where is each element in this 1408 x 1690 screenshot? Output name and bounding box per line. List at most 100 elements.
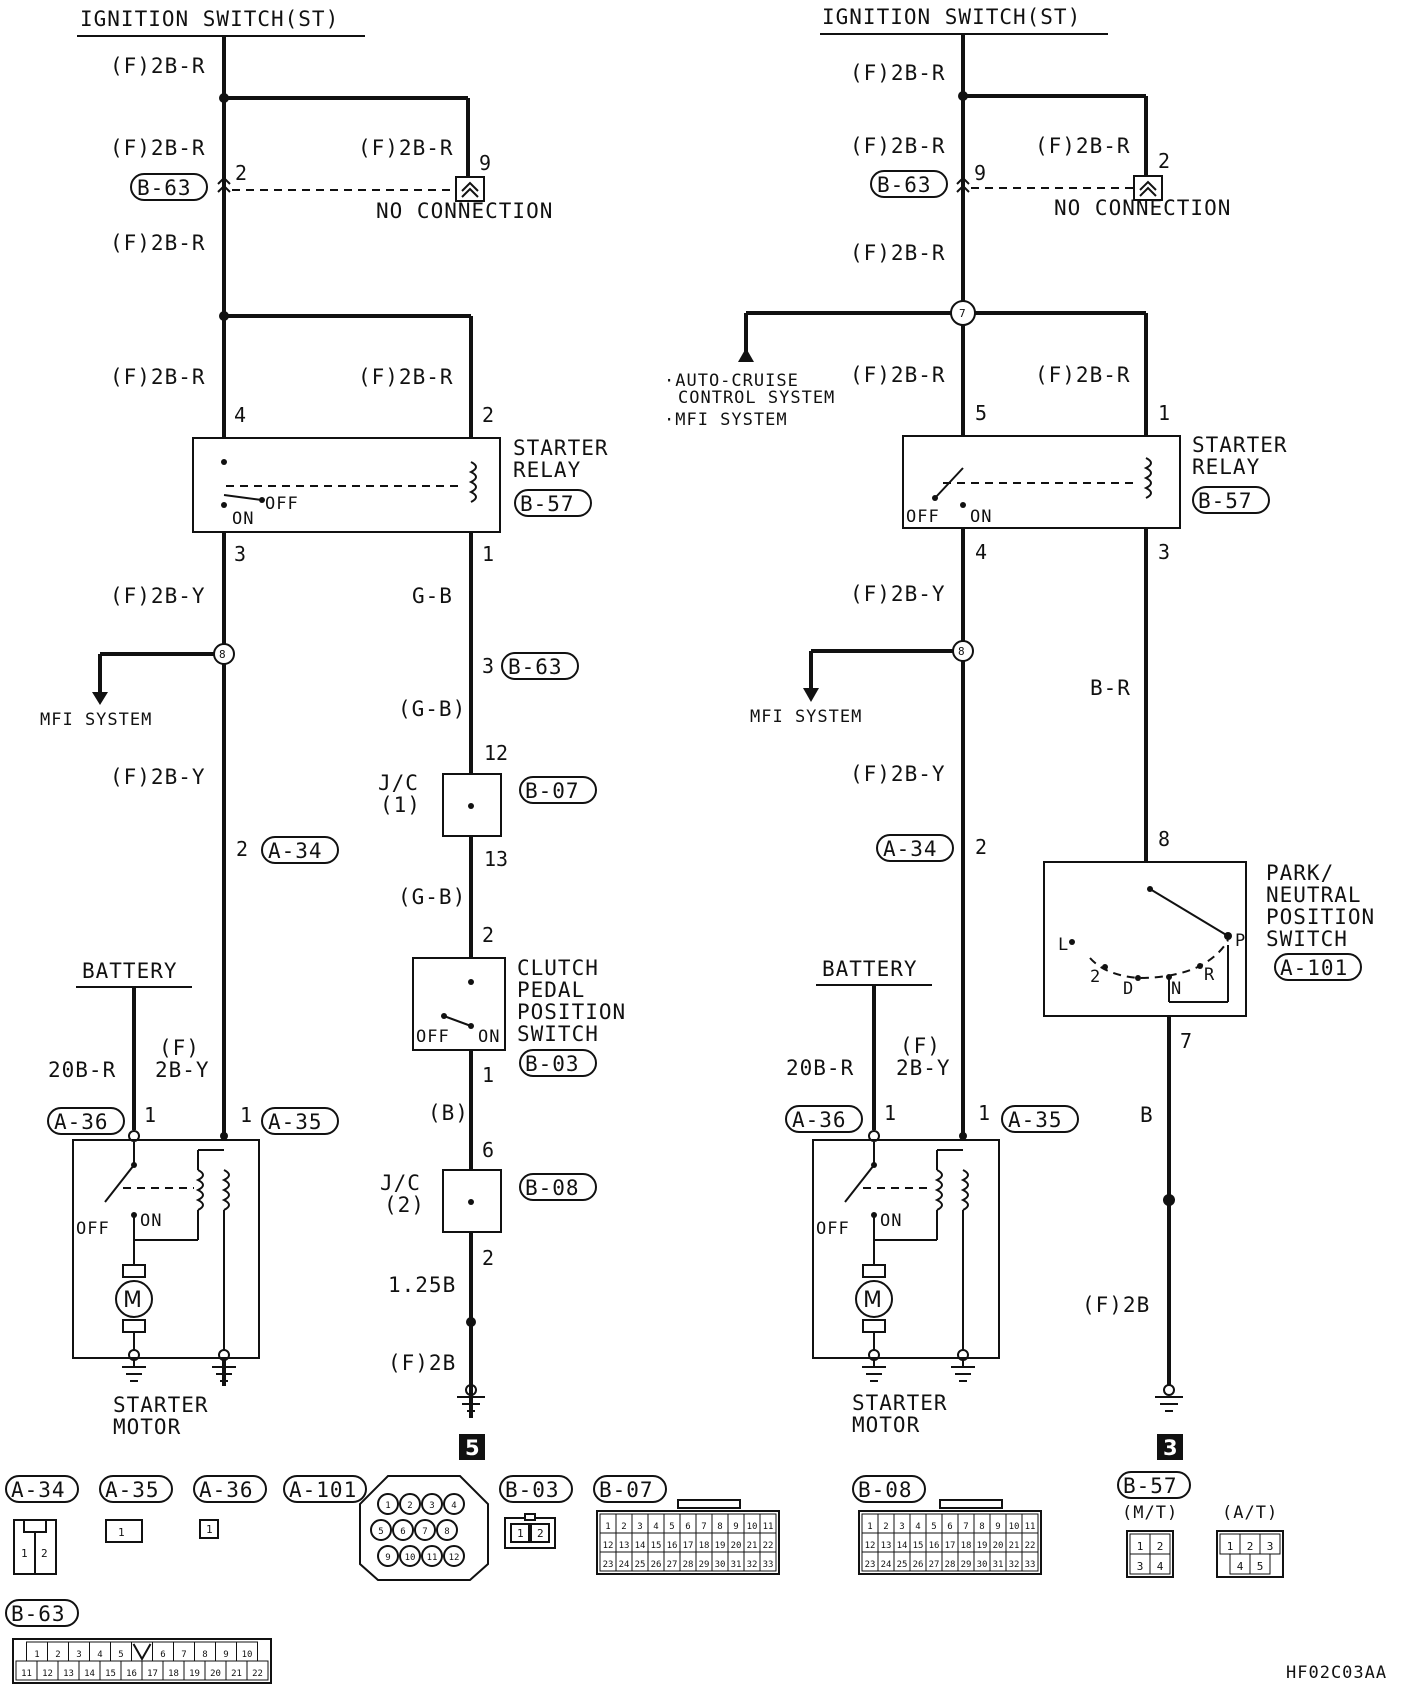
legend-pin: 4: [1237, 1560, 1244, 1573]
starter-relay-label-2: RELAY: [513, 458, 581, 482]
mfi-system-label-top: ·MFI SYSTEM: [664, 410, 788, 430]
legend-pin: 17: [683, 1541, 694, 1551]
wire-label: (G-B): [398, 697, 466, 721]
clutch-label-1: CLUTCH: [517, 956, 599, 980]
pn-label-3: POSITION: [1266, 905, 1375, 929]
pn-position-n: N: [1171, 979, 1182, 999]
motor-m-label: M: [863, 1288, 882, 1313]
wire-label: (G-B): [398, 885, 466, 909]
legend-pin: 8: [202, 1650, 207, 1660]
legend-pin: 5: [931, 1522, 936, 1532]
legend-pin: 5: [118, 1650, 123, 1660]
pin-number: 1: [144, 1103, 156, 1127]
legend-b08: B-08: [858, 1478, 913, 1502]
legend-pin: 9: [733, 1522, 738, 1532]
legend-pin: 31: [993, 1560, 1004, 1570]
diagram-code: HF02C03AA: [1286, 1663, 1387, 1683]
pin-number: 9: [479, 151, 491, 175]
wire-label: (F)2B-R: [110, 54, 206, 78]
legend-pin: 18: [961, 1541, 972, 1551]
pin-number: 1: [978, 1101, 990, 1125]
legend-b57-mt: (M/T): [1122, 1503, 1178, 1523]
pin-number: 2: [482, 923, 494, 947]
legend-pin: 13: [63, 1669, 74, 1679]
pin-number: 3: [482, 654, 494, 678]
pin-number: 1: [240, 1103, 252, 1127]
pn-label-4: SWITCH: [1266, 927, 1348, 951]
legend-pin: 4: [97, 1650, 102, 1660]
legend-a36: A-36: [199, 1478, 254, 1502]
legend-pin: 14: [897, 1541, 908, 1551]
jc2-label-1: J/C: [380, 1171, 421, 1195]
legend-pin: 22: [763, 1541, 774, 1551]
connector-tag: B-63: [137, 176, 192, 200]
jc1-connector-tag: B-07: [525, 779, 580, 803]
legend-pin: 17: [147, 1669, 158, 1679]
legend-pin: 2: [407, 1501, 412, 1511]
wire-label: (F)2B-R: [1035, 134, 1131, 158]
at-badge: 3: [1163, 1436, 1178, 1460]
starter-motor-label-2: MOTOR: [852, 1413, 920, 1437]
pn-label-2: NEUTRAL: [1266, 883, 1362, 907]
legend-pin: 1: [605, 1522, 610, 1532]
motor-on-label: ON: [140, 1211, 162, 1231]
legend-pin: 1: [867, 1522, 872, 1532]
pin-number: 2: [482, 1246, 494, 1270]
wire-label: (F): [159, 1036, 200, 1060]
legend-pin: 33: [1025, 1560, 1036, 1570]
legend-pin: 7: [181, 1650, 186, 1660]
motor-off-label: OFF: [816, 1219, 850, 1239]
legend-pin: 3: [1137, 1560, 1144, 1573]
pin-number: 9: [974, 161, 986, 185]
legend-pin: 4: [1157, 1560, 1164, 1573]
legend-pin: 15: [913, 1541, 924, 1551]
wire-label: G-B: [412, 584, 453, 608]
legend-pin: 16: [667, 1541, 678, 1551]
legend-pin: 8: [979, 1522, 984, 1532]
legend-pin: 9: [385, 1553, 390, 1563]
wire-label: (F)2B-R: [358, 365, 454, 389]
legend-pin: 7: [963, 1522, 968, 1532]
legend-pin: 1: [118, 1526, 125, 1539]
legend-pin: 15: [105, 1669, 116, 1679]
wire-label: (F)2B-Y: [850, 582, 946, 606]
legend-pin: 22: [1025, 1541, 1036, 1551]
wire-label: B: [1140, 1103, 1154, 1127]
wire-label: (F)2B-R: [850, 363, 946, 387]
legend-pin: 20: [993, 1541, 1004, 1551]
connector-tag: A-35: [1008, 1108, 1063, 1132]
legend-pin: 6: [947, 1522, 952, 1532]
legend-pin: 1: [385, 1501, 390, 1511]
pin-number: 12: [484, 741, 508, 765]
pin-number: 2: [482, 403, 494, 427]
legend-pin: 18: [699, 1541, 710, 1551]
junction-8: 8: [219, 648, 226, 661]
jc2-label-2: (2): [384, 1193, 425, 1217]
right-wire-labels: (F)2B-R (F)2B-R (F)2B-R (F)2B-R (F)2B-R …: [786, 61, 1154, 1317]
legend-pin: 21: [1009, 1541, 1020, 1551]
legend-pin: 19: [977, 1541, 988, 1551]
legend-pin: 4: [915, 1522, 920, 1532]
legend-pin: 4: [653, 1522, 658, 1532]
legend-pin: 2: [41, 1547, 48, 1560]
connector-tag: A-34: [883, 837, 938, 861]
legend-pin: 15: [651, 1541, 662, 1551]
legend-pin: 21: [747, 1541, 758, 1551]
legend-pin: 33: [763, 1560, 774, 1570]
pin-number: 1: [482, 1063, 494, 1087]
connector-tag: B-63: [508, 655, 563, 679]
legend-pin: 10: [1009, 1522, 1020, 1532]
pin-number: 1: [1158, 401, 1170, 425]
pin-number: 8: [1158, 827, 1170, 851]
legend-pin: 1: [1227, 1540, 1234, 1553]
legend-pin: 25: [635, 1560, 646, 1570]
legend-pin: 6: [160, 1650, 165, 1660]
pin-number: 4: [234, 403, 246, 427]
automatic-transmission-circuit: IGNITION SWITCH(ST) NO CONNECTION 7 ·AUT…: [664, 5, 1375, 1460]
legend-pin: 30: [977, 1560, 988, 1570]
legend-pin: 10: [242, 1650, 253, 1660]
legend-pin: 28: [945, 1560, 956, 1570]
legend-pin: 5: [378, 1527, 383, 1537]
